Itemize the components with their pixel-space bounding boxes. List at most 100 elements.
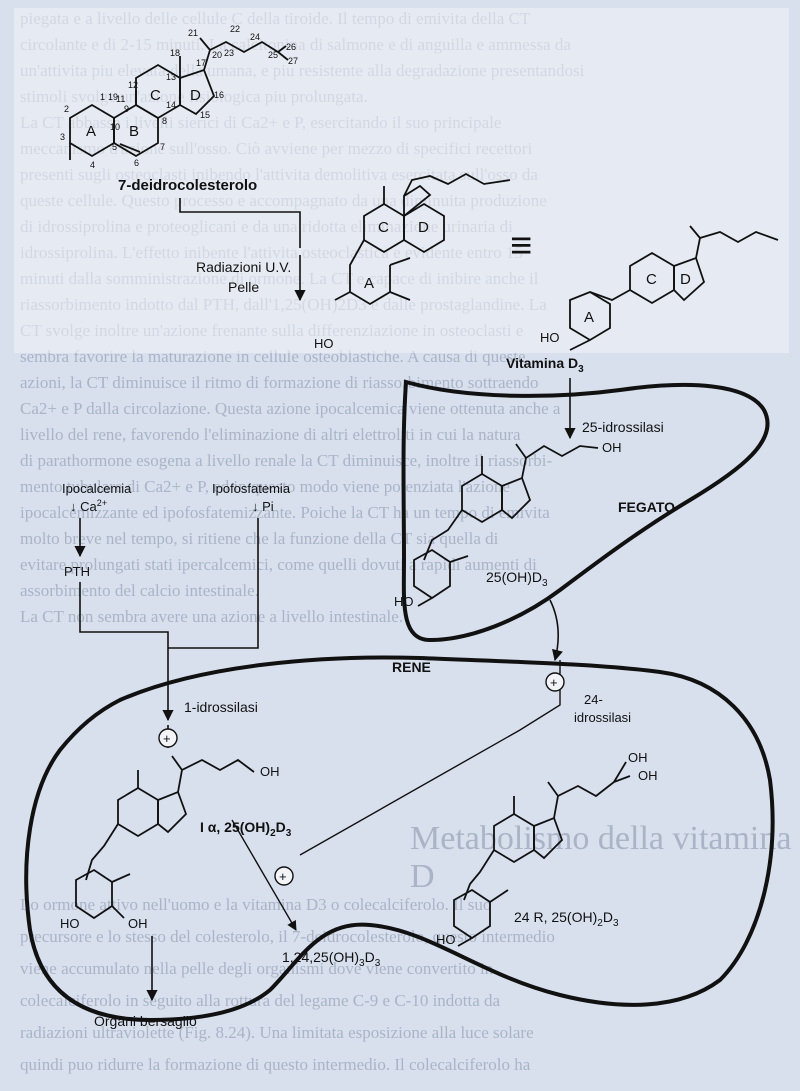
phosphate-decrease-label: ↓ Pi [252, 499, 274, 514]
equivalence-sign: ≡ [510, 225, 532, 267]
background-line: di parathormone esogena a livello renale… [20, 451, 553, 470]
atom-number: 22 [230, 24, 240, 34]
vitamin-d3-ring-labels: C D A [584, 271, 691, 326]
atom-number: 6 [134, 158, 139, 168]
previtamin-ring-labels: C D A [364, 219, 429, 292]
hydroxylase-1-label: 1-idrossilasi [184, 699, 258, 715]
atom-number: 4 [90, 160, 95, 170]
ring-label-c2: C [378, 219, 389, 236]
atom-number: 11 [116, 94, 125, 104]
plus-sign-tri: + [279, 869, 287, 884]
r24-oh-upper: OH [628, 750, 648, 765]
kidney-label: RENE [392, 659, 431, 675]
hydroxylase-24-line [299, 660, 561, 856]
background-line: livello del rene, favorendo l'eliminazio… [20, 425, 521, 444]
vitamin-d3-oh: HO [540, 330, 560, 345]
hypocalcemia-label: Ipocalcemia [62, 481, 132, 496]
plus-sign-1: + [163, 731, 171, 746]
ring-label-d3: D [680, 271, 691, 288]
previtamin-oh: HO [314, 336, 334, 351]
calcitriol-label: I α, 25(OH)2D3 [200, 819, 292, 839]
hydroxylase-25-label: 25-idrossilasi [582, 419, 664, 435]
atom-number: 15 [200, 110, 210, 120]
background-line-lower: colecalciferolo in seguito alla rottura … [20, 991, 501, 1010]
atom-number: 25 [268, 50, 278, 60]
r24-oh-lower: OH [638, 768, 658, 783]
ring-label-a2: A [364, 275, 374, 292]
hydroxylase-24-label-a: 24- [584, 692, 603, 707]
target-organs-label: Organi bersaglio [94, 1013, 197, 1029]
vitamin-d3-structure [569, 225, 779, 351]
liver-outline [401, 379, 770, 643]
atom-number: 21 [188, 28, 198, 38]
background-line-lower: Lo ormone attivo nell'uomo e la vitamina… [20, 895, 492, 914]
calcitriol-oh-right: OH [128, 916, 148, 931]
hypophosphatemia-label: Ipofosfatemia [212, 481, 291, 496]
atom-number: 24 [250, 32, 260, 42]
atom-number: 12 [128, 80, 138, 90]
pth-to-hydroxylase-arrow [79, 582, 174, 722]
background-line-lower: radiazioni ultraviolette (Fig. 8.24). Un… [20, 1023, 534, 1042]
background-line: mento tubulare di Ca2+ e P, ed in questo… [20, 477, 510, 496]
ring-label-c3: C [646, 271, 657, 288]
skin-label: Pelle [228, 279, 259, 295]
phosphate-to-hydroxylase-line [168, 518, 259, 649]
atom-number: 8 [162, 116, 167, 126]
plus-circle-hydroxylase-1 [158, 728, 178, 748]
background-line-lower: viene accumulato nella pelle degli organ… [20, 959, 494, 978]
liver-to-kidney-arrow [549, 599, 563, 662]
atom-number: 20 [212, 50, 222, 60]
plus-circle-trihydroxy [274, 866, 294, 886]
atom-number: 9 [124, 104, 129, 114]
atom-number: 19 [108, 92, 118, 102]
atom-number: 10 [110, 122, 120, 132]
dehydrocholesterol-structure [69, 37, 289, 160]
atom-number: 18 [170, 48, 180, 58]
calcidiol-side-oh: OH [602, 440, 622, 455]
background-line-lower: precursore e lo stesso del colesterolo, … [20, 927, 555, 946]
ring-label-d: D [190, 87, 201, 104]
ring-label-a3: A [584, 309, 594, 326]
ring-label-c: C [150, 87, 161, 104]
uv-label: Radiazioni U.V. [196, 259, 291, 275]
atom-number: 1 [100, 92, 105, 102]
skin-panel [14, 8, 789, 353]
trihydroxy-label: 1,24,25(OH)3D3 [282, 949, 381, 969]
liver-label: FEGATO [618, 499, 675, 515]
calcium-decrease-label: ↓ Ca2+ [70, 498, 107, 514]
previtamin-structure [334, 172, 511, 306]
atom-number: 17 [196, 58, 206, 68]
r24-structure [453, 761, 631, 947]
calcitriol-to-trihydroxy-arrow [231, 819, 297, 931]
background-line: azioni, la CT diminuisce il ritmo di for… [20, 373, 539, 392]
atom-number: 2 [64, 104, 69, 114]
ring-label-b: B [129, 123, 139, 140]
calcitriol-oh-left: HO [60, 916, 80, 931]
r24-oh: HO [436, 932, 456, 947]
vitamin-d3-label: Vitamina D3 [506, 355, 584, 375]
calcidiol-label: 25(OH)D3 [486, 569, 548, 589]
background-heading: Metabolismo della vitamina D [410, 820, 792, 895]
ring-label-a: A [86, 123, 96, 140]
atom-number: 26 [286, 42, 296, 52]
dehydrocholesterol-ring-labels: A B C D [86, 87, 201, 140]
atom-number: 23 [224, 48, 234, 58]
ring-label-d2: D [418, 219, 429, 236]
atom-number: 3 [60, 132, 65, 142]
background-line: Ca2+ e P dalla circolazione. Questa azio… [20, 399, 561, 418]
dehydrocholesterol-label: 7-deidrocolesterolo [118, 177, 257, 194]
kidney-outline [24, 655, 775, 1023]
background-line: ipocalcemizzante ed ipofosfatemizzante. … [20, 503, 550, 522]
background-line-lower: quindi puo ridurre la formazione di ques… [20, 1055, 531, 1074]
calcitriol-side-oh: OH [260, 764, 280, 779]
atom-number: 13 [166, 72, 176, 82]
calcidiol-structure [413, 443, 599, 607]
atom-number: 5 [112, 142, 117, 152]
hydroxylase-24-label-b: idrossilasi [574, 710, 631, 725]
atom-number: 16 [214, 90, 224, 100]
uv-line [179, 198, 301, 248]
calcidiol-oh: HO [394, 594, 414, 609]
